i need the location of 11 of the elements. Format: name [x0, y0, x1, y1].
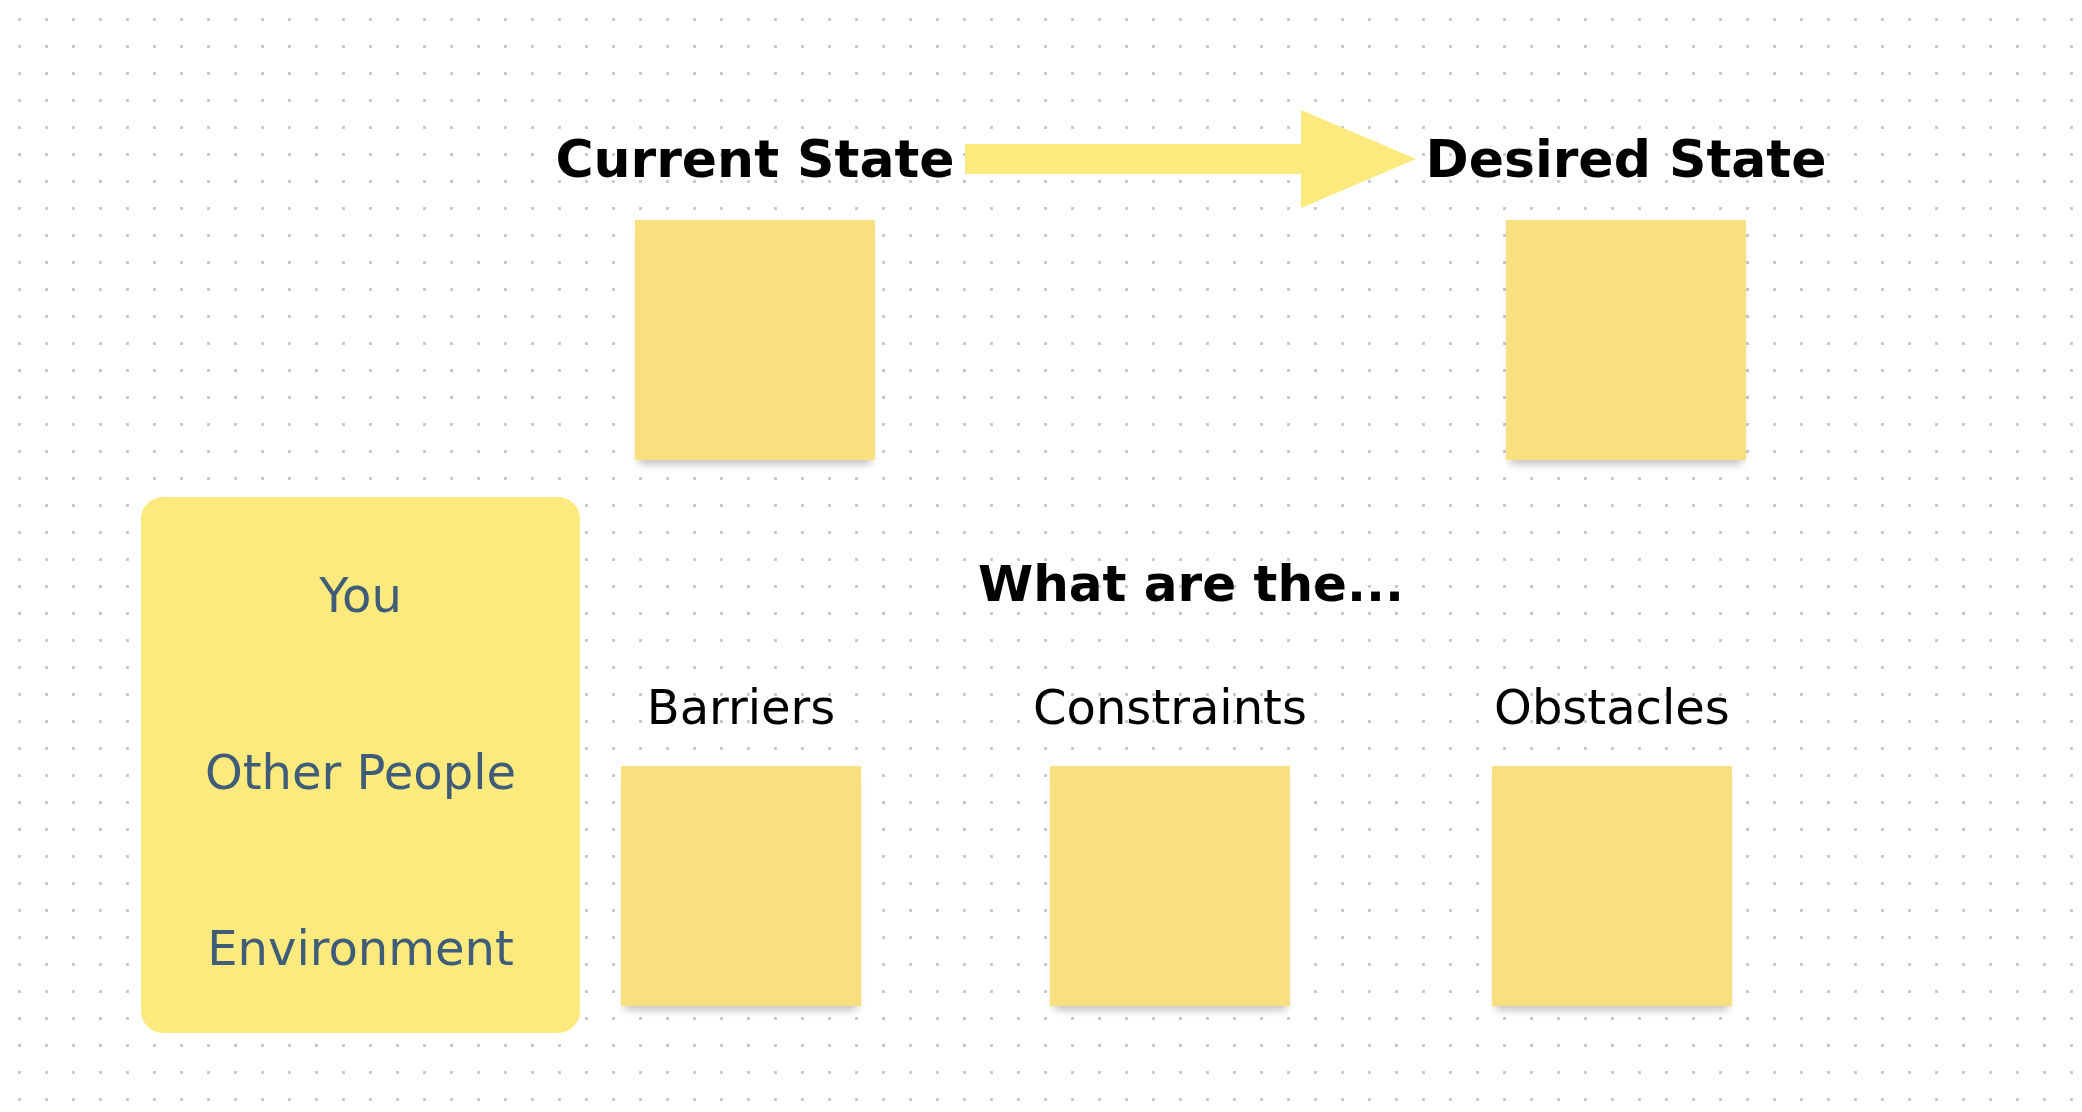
column-heading: Barriers [646, 679, 836, 737]
column-heading: Current State [555, 128, 955, 191]
category-text: You [319, 567, 402, 625]
column-heading: Obstacles [1494, 679, 1730, 737]
category-panel [141, 497, 580, 1033]
prompt-text: What are the... [978, 555, 1404, 613]
column-heading: Desired State [1425, 128, 1827, 191]
category-text: Environment [207, 920, 514, 978]
category-text: Other People [205, 743, 516, 802]
column-heading: Constraints [1033, 679, 1307, 737]
arrow [965, 110, 1416, 208]
